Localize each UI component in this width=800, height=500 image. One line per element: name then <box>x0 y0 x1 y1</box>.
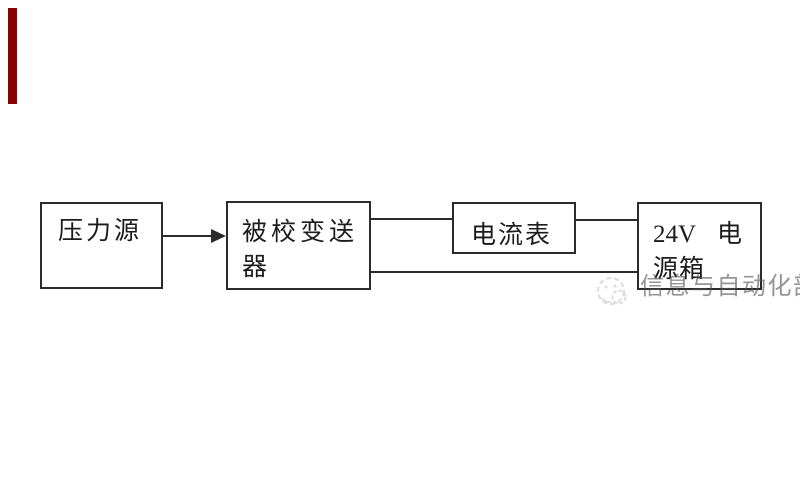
transmitter-label-line1: 被校变送 <box>242 219 359 246</box>
connector-transmitter-to-ammeter <box>371 218 452 220</box>
node-transmitter-under-test: 被校变送 器 <box>226 201 371 290</box>
node-24v-power-box: 24V 电 源箱 <box>637 202 762 290</box>
watermark-text: 信息与自动化部 <box>640 273 800 300</box>
arrowhead-icon <box>211 229 226 243</box>
power-box-label-24v: 24V <box>653 221 697 248</box>
connector-transmitter-to-power-box <box>371 271 637 273</box>
red-accent-bar <box>8 8 17 104</box>
power-box-label-dian: 电 <box>716 221 742 248</box>
power-box-label-line2: 源箱 <box>653 256 706 283</box>
connector-pressure-to-transmitter <box>163 235 213 237</box>
node-ammeter: 电流表 <box>452 202 576 254</box>
node-pressure-source: 压力源 <box>40 202 163 289</box>
pressure-source-label: 压力源 <box>58 218 143 245</box>
watermark: 信息与自动化部 <box>592 274 800 310</box>
connector-ammeter-to-power-box <box>576 219 637 221</box>
sketch-avatar-logo-icon <box>597 277 627 305</box>
ammeter-label: 电流表 <box>471 222 553 249</box>
power-box-label-line1: 24V 电 <box>653 217 742 252</box>
transmitter-label-line2: 器 <box>242 254 268 281</box>
